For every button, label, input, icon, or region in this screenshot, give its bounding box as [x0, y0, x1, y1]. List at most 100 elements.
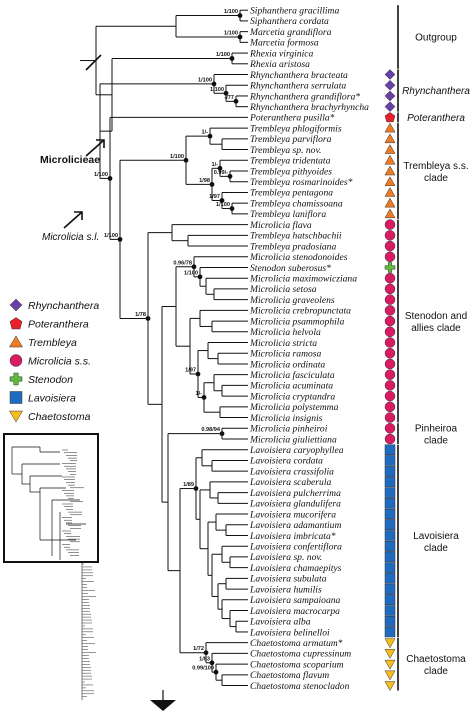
taxon-label: Lavoisiera scaberula: [249, 477, 331, 488]
taxon-label: Lavoisiera cordata: [249, 456, 323, 467]
legend: RhynchantheraPoterantheraTrembleyaMicrol…: [9, 298, 99, 423]
taxon-label: Stenodon suberosus*: [250, 263, 331, 274]
marker-trembleya: [384, 176, 396, 186]
marker-lavoisiera: [384, 465, 396, 477]
taxon-label: Lavoisiera sampaioana: [249, 595, 341, 606]
legend-marker: [9, 410, 23, 423]
clade-label-line2: clade: [424, 436, 448, 447]
taxon-label: Lavoisiera mucorifera: [249, 509, 336, 520]
taxon-label: Lavoisiera alba: [249, 617, 311, 628]
support-value: 1/100: [170, 154, 184, 160]
legend-item: Lavoisiera: [9, 391, 76, 405]
microlicia-sl-arrow: [63, 211, 83, 229]
marker-rhynchanthera: [384, 79, 396, 91]
marker-microlicia: [384, 240, 396, 252]
support-value: 1/100: [224, 9, 238, 15]
marker-lavoisiera: [384, 498, 396, 509]
marker-microlicia: [384, 219, 396, 230]
marker-microlicia: [384, 380, 396, 391]
legend-marker: [9, 354, 23, 367]
marker-lavoisiera: [384, 455, 396, 466]
taxon-label: Lavoisiera crassifolia: [249, 466, 334, 477]
overview-inset: [3, 433, 99, 700]
marker-microlicia: [384, 433, 396, 445]
taxon-label: Lavoisiera macrocarpa: [249, 606, 340, 617]
tree-branches: [80, 9, 248, 687]
taxon-label: Microlicia cryptandra: [249, 391, 335, 402]
continuation-arrow: [150, 690, 176, 711]
marker-trembleya: [384, 197, 396, 208]
marker-microlicia: [384, 294, 396, 305]
microlicieae-arrowhead: [96, 139, 105, 148]
marker-microlicia: [384, 347, 396, 359]
clade-label-line2: clade: [424, 666, 448, 677]
clade-label-line2: allies clade: [411, 323, 461, 334]
support-value: 1/98: [199, 178, 210, 184]
taxon-label: Trembleya pentagona: [250, 188, 333, 199]
taxon-label: Lavoisiera caryophyllea: [249, 445, 344, 456]
clade-label-line2: clade: [424, 543, 448, 554]
taxon-label: Microlicia ordinata: [249, 359, 325, 370]
taxon-label: Microlicia polystemma: [249, 402, 339, 413]
marker-lavoisiera: [384, 444, 396, 455]
marker-trembleya: [384, 133, 396, 144]
taxon-label: Siphanthera cordata: [250, 16, 329, 27]
marker-microlicia: [384, 305, 396, 316]
taxon-label: Chaetostoma scoparium: [250, 659, 344, 670]
taxon-label: Microlicia stenodonoides: [249, 252, 348, 263]
marker-poteranthera: [384, 112, 396, 123]
legend-marker: [9, 391, 23, 404]
inset-tail-tree: [82, 563, 96, 697]
taxon-label: Lavoisiera confertiflora: [249, 542, 342, 553]
outgroup-root-arrow: [85, 54, 102, 71]
clade-label: Stenodon and: [405, 311, 467, 322]
taxon-label: Siphanthera gracillima: [250, 6, 339, 17]
taxon-label: Trembleya pithyoides: [250, 166, 332, 177]
taxon-label: Trembleya parviflora: [250, 134, 332, 145]
microlicia-sl-arrowhead: [74, 211, 83, 220]
marker-trembleya: [384, 208, 396, 219]
taxon-label: Rhynchanthera grandiflora*: [249, 91, 360, 102]
legend-item: Trembleya: [9, 335, 77, 349]
taxon-label: Poteranthera pusilla*: [249, 113, 335, 124]
marker-lavoisiera: [384, 508, 396, 520]
clade-label: Outgroup: [415, 33, 457, 44]
taxon-label: Chaetostoma armatum*: [250, 638, 343, 649]
taxon-label: Lavoisiera adamantium: [249, 520, 341, 531]
microlicia-sl-annotation: Microlicia s.l.: [42, 211, 99, 243]
marker-chaetostoma: [384, 649, 396, 659]
support-value: 1/100: [94, 172, 108, 178]
group-markers: [384, 69, 396, 692]
support-value: 1/100: [104, 233, 118, 239]
taxon-label: Microlicia acuminata: [249, 381, 333, 392]
taxon-label: Trembleya phlogiformis: [250, 123, 342, 134]
marker-lavoisiera: [384, 594, 396, 606]
support-value: 1/97: [185, 368, 196, 374]
taxon-label: Lavoisiera pulcherrima: [249, 488, 341, 499]
marker-microlicia: [384, 315, 396, 327]
microlicia-sl-label: Microlicia s.l.: [42, 232, 99, 243]
marker-rhynchanthera: [384, 69, 396, 80]
legend-item: Rhynchanthera: [9, 298, 99, 312]
marker-lavoisiera: [384, 540, 396, 552]
support-value: 1/100: [184, 270, 198, 276]
clade-label: Poteranthera: [407, 113, 465, 124]
marker-trembleya: [384, 165, 396, 176]
marker-lavoisiera: [384, 519, 396, 531]
support-value: 1/100: [210, 87, 224, 93]
support-value: 1/100: [224, 31, 238, 37]
support-value: 1/100: [198, 77, 212, 83]
taxon-label: Lavoisiera imbricata*: [249, 531, 336, 542]
clade-label: Rhynchanthera: [402, 86, 470, 97]
taxon-label: Rhynchanthera brachyrhyncha: [249, 102, 369, 113]
legend-item: Poteranthera: [9, 317, 89, 331]
inset-frame: [3, 433, 99, 563]
marker-microlicia: [384, 412, 396, 423]
marker-chaetostoma: [384, 681, 396, 692]
taxon-label: Trembleya tridentata: [250, 156, 331, 167]
taxon-label: Lavoisiera humilis: [249, 584, 322, 595]
legend-label: Poteranthera: [28, 319, 89, 331]
taxon-label: Rhynchanthera bracteata: [249, 70, 348, 81]
